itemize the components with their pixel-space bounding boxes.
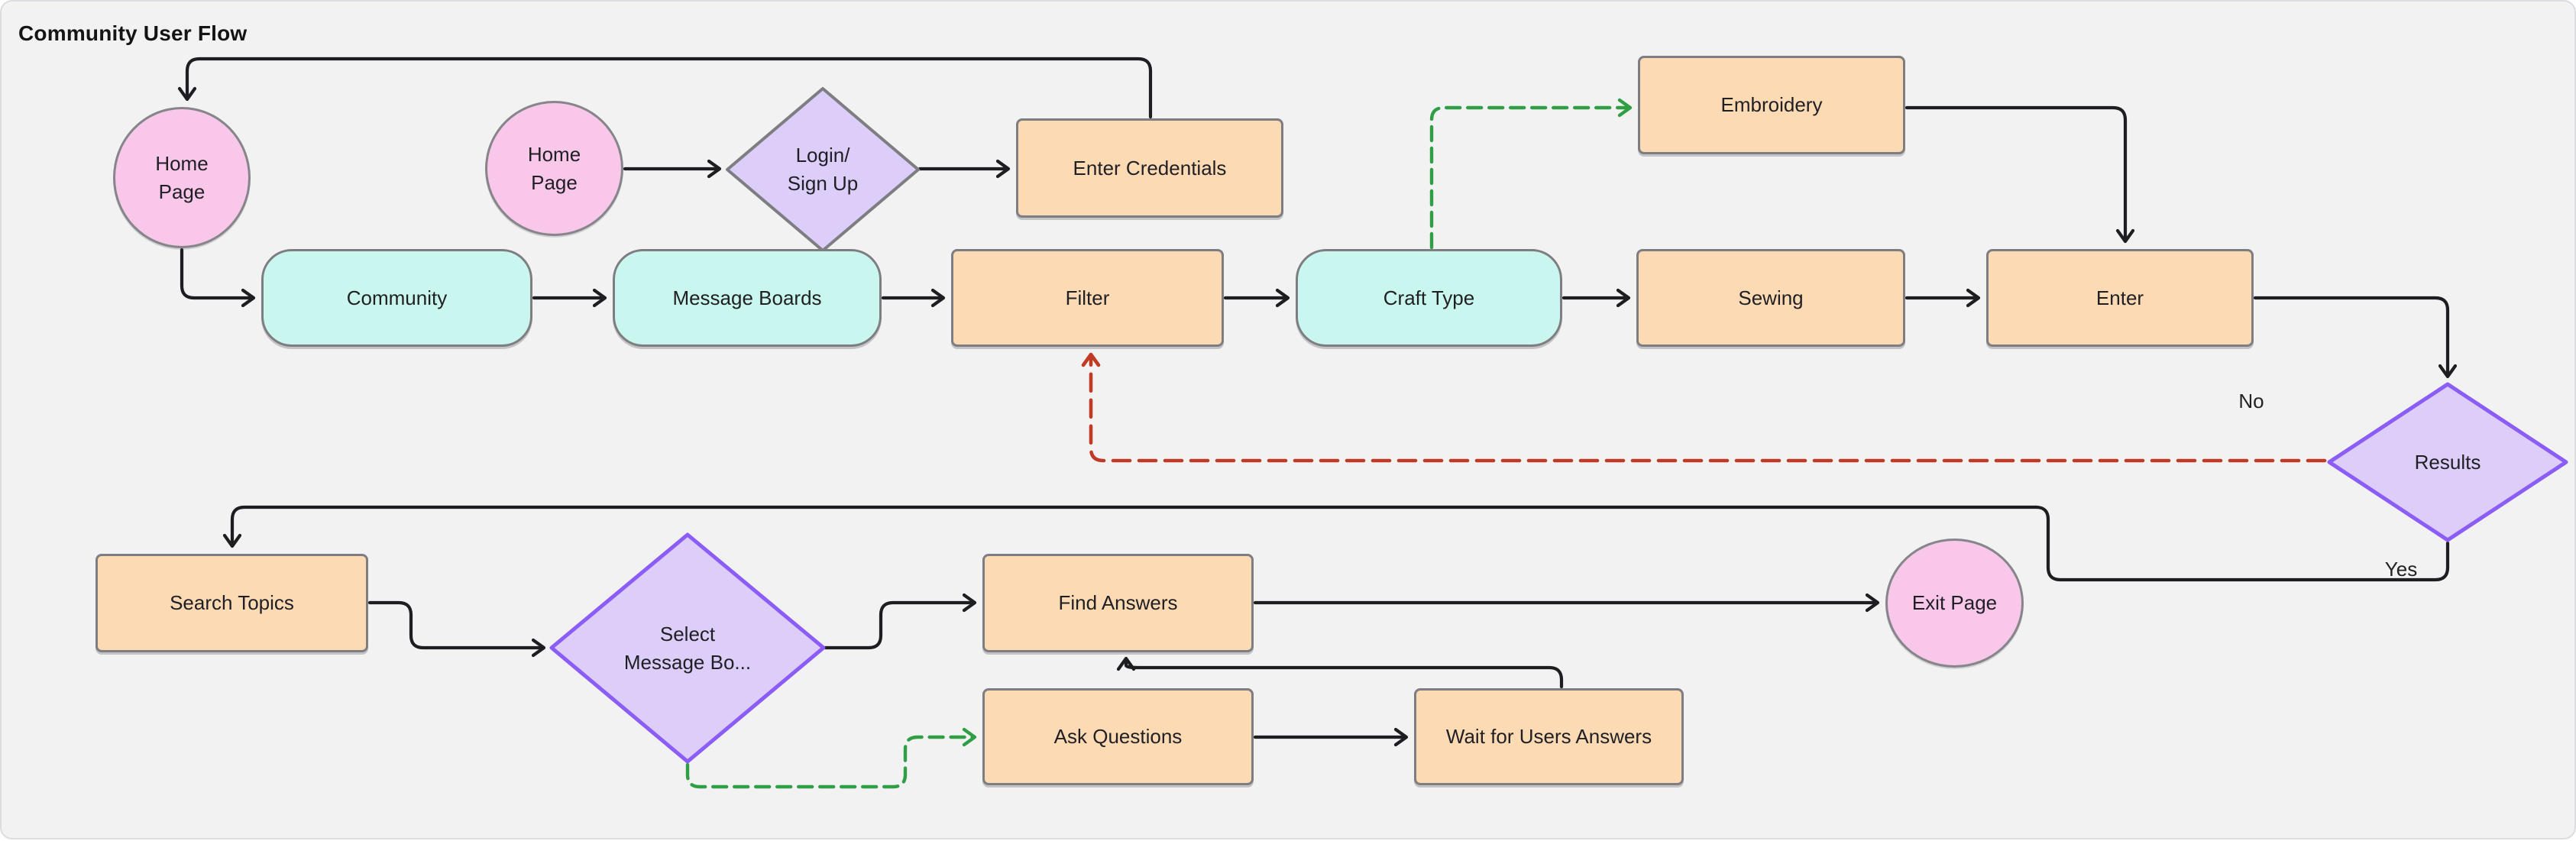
node-ask-questions-label: Ask Questions bbox=[1053, 725, 1183, 748]
node-community-label: Community bbox=[346, 286, 448, 309]
node-message-boards[interactable]: Message Boards bbox=[613, 249, 882, 347]
node-embroidery[interactable]: Embroidery bbox=[1638, 56, 1905, 154]
node-home-page-1[interactable]: Home Page bbox=[113, 107, 251, 248]
edge-select-to-find-answers[interactable] bbox=[823, 593, 977, 650]
node-message-boards-label: Message Boards bbox=[672, 286, 822, 309]
node-home-page-1-label: Home Page bbox=[155, 151, 209, 203]
node-exit-page-label: Exit Page bbox=[1911, 591, 1998, 614]
node-filter[interactable]: Filter bbox=[951, 249, 1224, 347]
node-select-message-board[interactable]: Select Message Bo... bbox=[552, 535, 824, 762]
edge-wait-to-find-answers[interactable] bbox=[1116, 656, 1564, 689]
edge-enter-to-results[interactable] bbox=[2253, 296, 2458, 379]
edge-embroidery-to-enter[interactable] bbox=[1904, 105, 2135, 244]
edge-results-yes-to-search-topics[interactable] bbox=[222, 505, 2450, 582]
node-home-page-2[interactable]: Home Page bbox=[485, 101, 623, 236]
node-results[interactable]: Results bbox=[2329, 384, 2566, 540]
node-search-topics[interactable]: Search Topics bbox=[95, 554, 368, 652]
node-sewing-label: Sewing bbox=[1738, 286, 1804, 309]
node-enter-label: Enter bbox=[2095, 286, 2144, 309]
edge-select-to-ask-questions[interactable] bbox=[685, 727, 977, 789]
node-login-sign-up-shape[interactable] bbox=[723, 84, 923, 255]
node-embroidery-label: Embroidery bbox=[1720, 93, 1823, 116]
node-find-answers[interactable]: Find Answers bbox=[982, 554, 1254, 652]
node-login-sign-up[interactable]: Login/ Sign Up bbox=[727, 89, 918, 251]
node-wait-for-users-answers[interactable]: Wait for Users Answers bbox=[1414, 688, 1684, 785]
node-select-message-board-label: Select Message Bo... bbox=[623, 622, 752, 674]
node-enter-credentials-label: Enter Credentials bbox=[1073, 156, 1227, 180]
node-find-answers-label: Find Answers bbox=[1058, 591, 1178, 614]
edge-results-no-to-filter[interactable] bbox=[1081, 352, 2327, 463]
node-filter-label: Filter bbox=[1065, 286, 1110, 309]
node-ask-questions[interactable]: Ask Questions bbox=[982, 688, 1254, 785]
node-results-shape[interactable] bbox=[2325, 380, 2571, 545]
node-wait-for-users-answers-label: Wait for Users Answers bbox=[1445, 725, 1652, 748]
node-home-page-2-label: Home Page bbox=[527, 142, 581, 194]
node-select-message-board-shape[interactable] bbox=[547, 530, 828, 766]
edge-home-page-1-to-community[interactable] bbox=[180, 247, 256, 308]
node-search-topics-label: Search Topics bbox=[170, 591, 294, 614]
node-sewing[interactable]: Sewing bbox=[1636, 249, 1905, 347]
node-craft-type[interactable]: Craft Type bbox=[1296, 249, 1562, 347]
edge-label-yes: Yes bbox=[2384, 558, 2418, 581]
node-results-label: Results bbox=[2414, 450, 2481, 474]
page-title[interactable]: Community User Flow bbox=[18, 21, 248, 45]
edge-enter-credentials-to-home-page-1[interactable] bbox=[177, 57, 1153, 119]
edge-label-no: No bbox=[2238, 390, 2264, 412]
node-login-sign-up-label: Login/ Sign Up bbox=[787, 144, 859, 195]
node-craft-type-label: Craft Type bbox=[1383, 286, 1475, 309]
edge-search-topics-to-select[interactable] bbox=[367, 600, 546, 658]
node-enter[interactable]: Enter bbox=[1986, 249, 2254, 347]
node-enter-credentials[interactable]: Enter Credentials bbox=[1016, 118, 1283, 218]
node-community[interactable]: Community bbox=[261, 249, 532, 347]
node-exit-page[interactable]: Exit Page bbox=[1885, 539, 2024, 668]
edge-craft-type-to-embroidery[interactable] bbox=[1429, 98, 1633, 250]
